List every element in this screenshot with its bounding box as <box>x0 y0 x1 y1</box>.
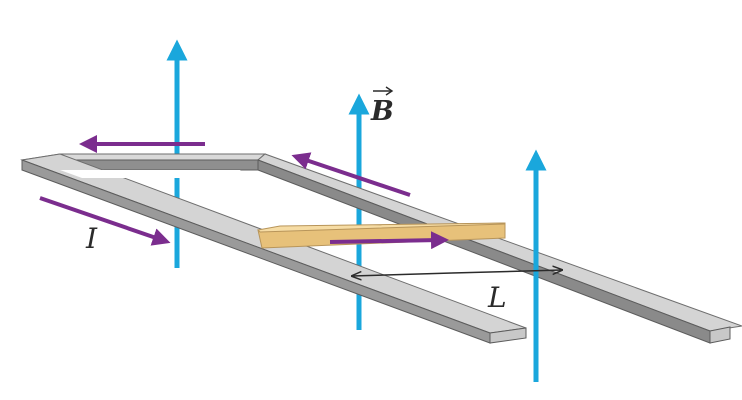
current-label: I <box>85 222 98 255</box>
length-dimension <box>352 270 562 276</box>
current-arrow-bar <box>329 231 449 250</box>
length-label: L <box>487 281 507 314</box>
sliding-bar <box>256 222 506 249</box>
current-arrow-left-rail <box>39 196 171 246</box>
vector-arrow-icon <box>373 86 394 96</box>
u-shaped-rails <box>20 153 742 344</box>
field-label: B <box>370 96 394 127</box>
current-arrow-right-rail <box>291 152 411 197</box>
